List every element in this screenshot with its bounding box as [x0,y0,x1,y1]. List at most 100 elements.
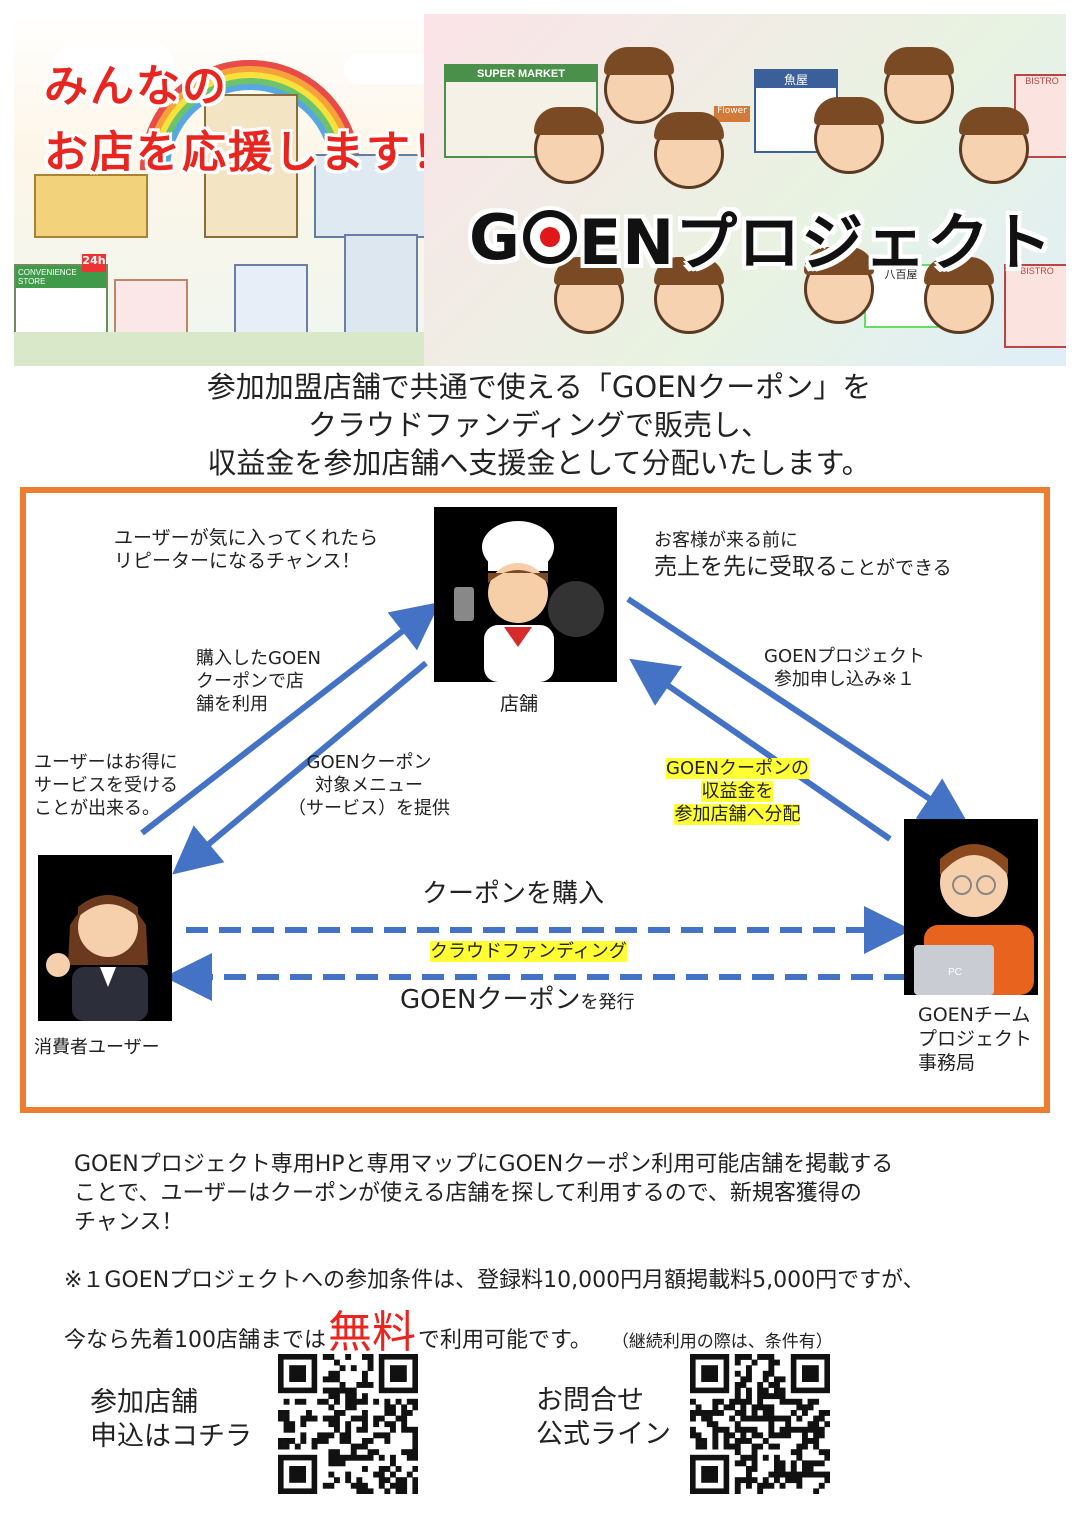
qr-module [712,1398,719,1405]
qr-module [345,1393,352,1400]
qr-module [373,1421,380,1428]
text-line: サービスを受ける [34,775,178,796]
qr-module [768,1432,775,1439]
qr-module [718,1426,724,1433]
line-qr-code[interactable] [690,1354,830,1494]
qr-module [818,1471,825,1478]
qr-module [746,1393,752,1400]
qr-module [384,1421,391,1428]
qr-module [328,1454,335,1461]
greengrocer-sign: 八百屋 [884,268,918,281]
qr-module [751,1443,758,1450]
qr-module [345,1471,352,1478]
qr-module [768,1359,775,1366]
staff-illustration [959,107,1029,184]
qr-module [356,1477,363,1484]
staff-illustration [924,257,994,334]
qr-module [768,1415,775,1422]
qr-module [774,1443,780,1450]
qr-module [350,1449,357,1456]
intro-line: 参加加盟店舗で共通で使える「GOENクーポン」を [206,370,872,404]
qr-module [294,1398,301,1405]
qr-module [406,1410,413,1416]
qr-module [768,1393,775,1400]
qr-module [350,1365,357,1372]
qr-module [712,1404,719,1411]
qr-module [334,1415,340,1422]
qr-module [818,1410,825,1416]
qr-module [300,1438,307,1444]
qr-module [283,1410,290,1416]
qr-module [762,1410,769,1416]
text-line: クーポンで店 [196,671,304,692]
fish-shop-sign: 魚屋 [756,71,836,88]
bistro-sign: BISTRO [1025,76,1059,86]
qr-module [401,1415,408,1422]
qr-module [412,1449,418,1456]
qr-module [322,1438,329,1444]
highlighted-text: 収益金を [701,781,774,802]
qr-module [779,1393,786,1400]
qr-module [406,1449,413,1456]
qr-module [796,1426,803,1433]
qr-module [762,1393,769,1400]
qr-module [412,1404,418,1411]
qr-module [289,1421,296,1428]
qr-module [790,1449,797,1456]
cloud [54,44,174,84]
qr-module [367,1488,374,1494]
qr-module [734,1482,741,1489]
qr-module [334,1370,340,1377]
qr-module [751,1359,758,1366]
clock-tower-building [204,94,298,238]
qr-module [356,1443,363,1450]
qr-module [762,1454,769,1461]
qr-module [746,1482,752,1489]
qr-module [334,1387,340,1394]
banner-title-line1: みんなの [44,61,228,112]
qr-module [350,1443,357,1450]
qr-module [751,1466,758,1472]
qr-module [701,1443,708,1450]
qr-module [779,1432,786,1439]
qr-module [412,1454,418,1461]
qr-module [373,1415,380,1422]
qr-module [740,1404,747,1411]
qr-module [796,1482,803,1489]
qr-module [345,1398,352,1405]
qr-module [746,1376,752,1383]
qr-module [328,1376,335,1383]
24h-sign: 24h [82,254,106,272]
advance-sales-text: お客様が来る前に 売上を先に受取ることができる [654,529,952,580]
qr-module [328,1471,335,1478]
crowdfunding-label: クラウドファンディング [430,940,627,963]
qr-module [712,1443,719,1450]
text-line: プロジェクト [918,1028,1033,1050]
qr-module [734,1398,741,1405]
qr-module [768,1443,775,1450]
qr-module [774,1376,780,1383]
qr-module [378,1471,385,1478]
apply-qr-code[interactable] [278,1354,418,1494]
qr-module [734,1449,741,1456]
qr-module [779,1466,786,1472]
qr-module [723,1426,730,1433]
qr-module [412,1438,418,1444]
qr-module [751,1410,758,1416]
qr-module [367,1382,374,1388]
qr-module [412,1398,418,1405]
text-line: お客様が来る前に [654,530,798,551]
qr-module [356,1398,363,1405]
qr-module [334,1393,340,1400]
qr-module [734,1387,741,1394]
qr-module [762,1354,769,1360]
qr-module [322,1432,329,1439]
qr-module [384,1466,391,1472]
qr-module [734,1393,741,1400]
qr-module [328,1415,335,1422]
qr-module [807,1398,814,1405]
qr-module [802,1404,808,1411]
fishmonger-illustration [814,97,884,174]
qr-module [790,1471,797,1478]
shopkeeper-illustration [654,112,724,189]
